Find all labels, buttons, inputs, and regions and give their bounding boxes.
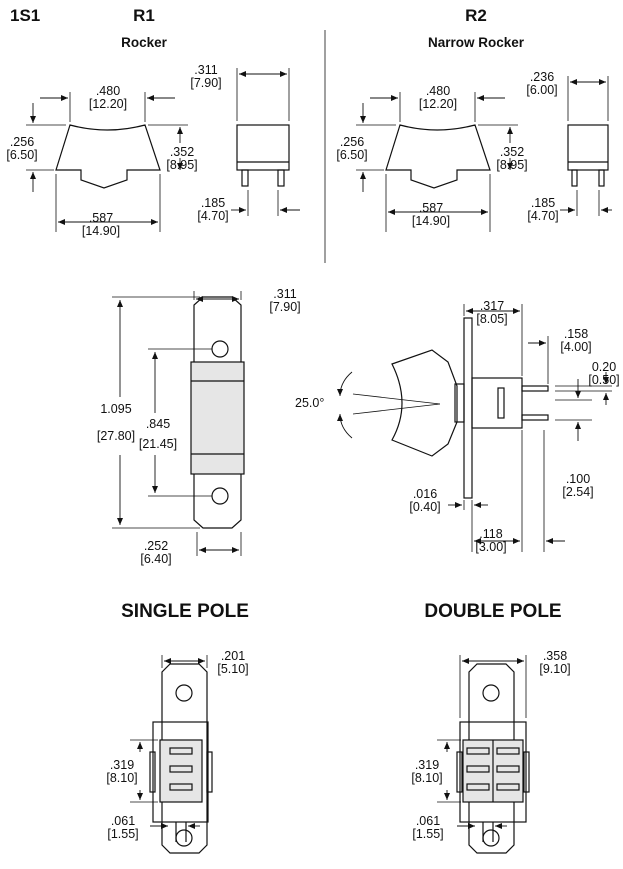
- series-label: 1S1: [10, 6, 40, 25]
- single-pole-hole-top-icon: [175, 684, 193, 702]
- mounting-hole-bottom-icon: [211, 487, 229, 505]
- r1-code: R1: [133, 6, 155, 25]
- r1-base-dim: .587[14.90]: [82, 211, 120, 238]
- r2-rocker-profile: [356, 92, 518, 232]
- double-pole-hole-top-icon: [482, 684, 500, 702]
- side-angle-dim: 25.0°: [295, 396, 324, 410]
- sp-mid-dim: .319[8.10]: [106, 758, 137, 785]
- r2-side-dim: .352[8.95]: [496, 145, 527, 172]
- r1-rocker-profile: [26, 92, 188, 232]
- r2-rocker-side: [560, 76, 612, 216]
- sp-low-dim: .061[1.55]: [107, 814, 138, 841]
- side-bottom-dim: .118[3.00]: [475, 527, 506, 554]
- sp-width-dim: .201[5.10]: [217, 649, 248, 676]
- side-plate-dim: .016[0.40]: [409, 487, 440, 514]
- r1-name: Rocker: [121, 35, 168, 50]
- single-pole-title: SINGLE POLE: [121, 601, 249, 622]
- r2-depth-dim: .236[6.00]: [526, 70, 557, 97]
- front-bottom-dim: .252[6.40]: [140, 539, 171, 566]
- r2-height-dim: .256[6.50]: [336, 135, 367, 162]
- dp-width-dim: .358[9.10]: [539, 649, 570, 676]
- r2-base-dim: .587[14.90]: [412, 201, 450, 228]
- r1-side-dim: .352[8.95]: [166, 145, 197, 172]
- front-total-dim: 1.095[27.80]: [97, 402, 135, 443]
- front-width-dim: .311[7.90]: [269, 287, 300, 314]
- double-pole-title: DOUBLE POLE: [424, 601, 561, 622]
- dp-mid-dim: .319[8.10]: [411, 758, 442, 785]
- front-holes-dim: .845[21.45]: [139, 417, 177, 451]
- side-pitch-dim: .100[2.54]: [562, 472, 593, 499]
- r1-height-dim: .256[6.50]: [6, 135, 37, 162]
- r2-name: Narrow Rocker: [428, 35, 525, 50]
- switch-side-view: [337, 304, 612, 552]
- r1-leg-dim: .185[4.70]: [197, 196, 228, 223]
- dp-low-dim: .061[1.55]: [412, 814, 443, 841]
- single-pole-view: [130, 655, 213, 854]
- side-top-dim: .317[8.05]: [476, 299, 507, 326]
- r2-width-dim: .480[12.20]: [419, 84, 457, 111]
- double-pole-view: [437, 655, 530, 854]
- single-pole-hole-bottom-icon: [175, 829, 193, 847]
- mounting-hole-top-icon: [211, 340, 229, 358]
- r1-rocker-side: [231, 68, 300, 216]
- r1-width-dim: .480[12.20]: [89, 84, 127, 111]
- side-term-dim: 0.20[0.50]: [588, 360, 619, 387]
- r1-depth-dim: .311[7.90]: [190, 63, 221, 90]
- r2-code: R2: [465, 6, 487, 25]
- double-pole-hole-bottom-icon: [482, 829, 500, 847]
- switch-front-view: [112, 291, 245, 556]
- side-body-dim: .158[4.00]: [560, 327, 591, 354]
- r2-leg-dim: .185[4.70]: [527, 196, 558, 223]
